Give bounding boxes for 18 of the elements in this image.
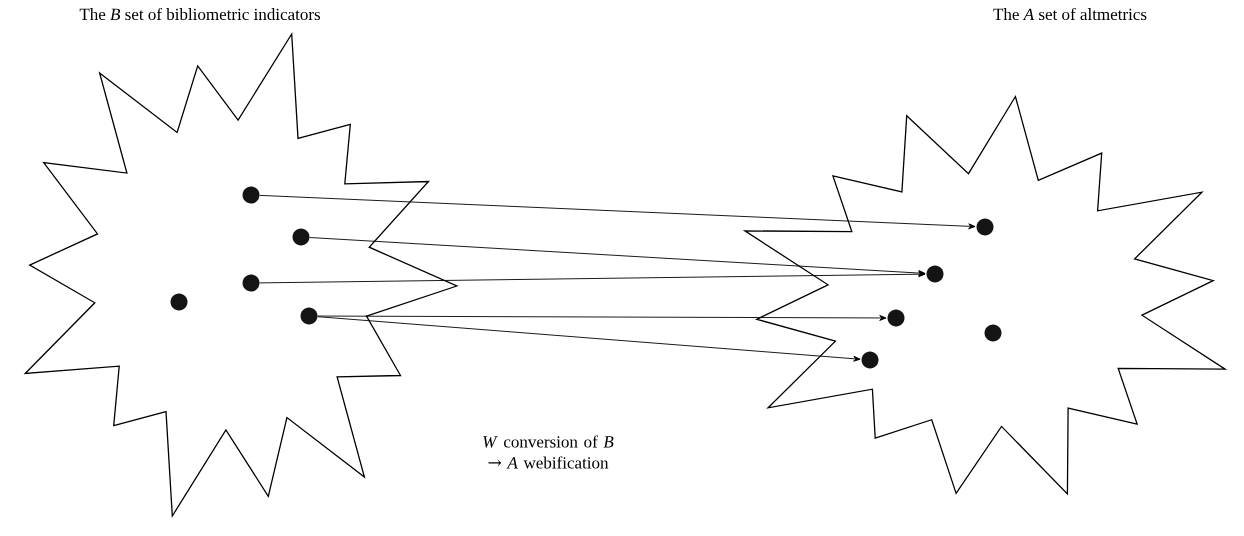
dot — [292, 228, 310, 246]
dot — [300, 307, 318, 325]
dot — [976, 218, 994, 236]
set-title: The A set of altmetrics — [993, 7, 1147, 21]
dot — [170, 293, 188, 311]
arrow — [317, 315, 887, 321]
dot — [887, 309, 905, 327]
dot — [861, 351, 879, 369]
arrow — [317, 316, 861, 362]
caption-text: W conversion of B → A webification — [483, 435, 614, 469]
dot — [984, 324, 1002, 342]
dot — [926, 265, 944, 283]
arrow — [309, 237, 926, 276]
arrow — [259, 271, 926, 284]
dot — [242, 274, 260, 292]
dot — [242, 186, 260, 204]
set-title: The B set of bibliometric indicators — [79, 7, 321, 21]
arrow — [259, 194, 976, 230]
